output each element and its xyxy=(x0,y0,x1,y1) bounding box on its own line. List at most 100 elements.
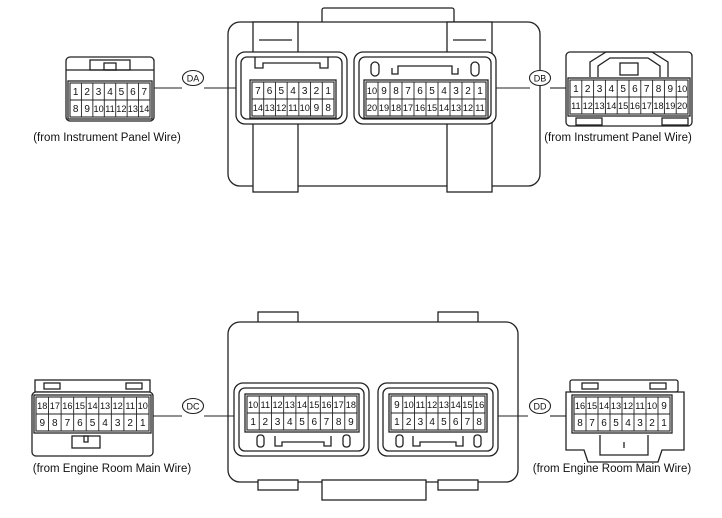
pin-label: 15 xyxy=(427,103,437,113)
pin-label: 18 xyxy=(37,401,47,411)
pin-label: 13 xyxy=(451,103,461,113)
pin-label: 1 xyxy=(325,86,331,97)
pin-label: 1 xyxy=(394,417,400,428)
pin-label: 2 xyxy=(585,84,591,95)
pin-label: 14 xyxy=(599,401,609,411)
pin-label: 6 xyxy=(417,86,423,97)
pin-label: 9 xyxy=(381,86,387,97)
pin-label: 12 xyxy=(463,103,473,113)
pin-label: 10 xyxy=(367,86,377,96)
source-caption-da: (from Instrument Panel Wire) xyxy=(33,132,181,144)
connector-badge-label: DB xyxy=(534,73,547,83)
pin-label: 4 xyxy=(287,417,293,428)
pin-label: 8 xyxy=(336,417,342,428)
pin-label: 18 xyxy=(653,101,663,111)
pin-label: 3 xyxy=(453,86,459,97)
pin-label: 11 xyxy=(635,401,645,411)
pin-label: 2 xyxy=(406,417,412,428)
pin-label: 8 xyxy=(393,86,399,97)
pin-label: 12 xyxy=(623,401,633,411)
pin-label: 13 xyxy=(439,400,449,410)
source-caption-db: (from Instrument Panel Wire) xyxy=(544,132,692,144)
pin-label: 4 xyxy=(290,86,296,97)
pin-label: 8 xyxy=(656,84,662,95)
pin-label: 14 xyxy=(253,103,263,113)
pin-label: 7 xyxy=(324,417,330,428)
pin-label: 6 xyxy=(130,87,136,98)
pin-label: 12 xyxy=(112,401,122,411)
pin-label: 17 xyxy=(334,400,344,410)
pin-label: 7 xyxy=(142,87,148,98)
pin-label: 2 xyxy=(127,418,133,429)
pin-label: 11 xyxy=(571,101,581,111)
pin-label: 8 xyxy=(577,418,583,429)
pin-label: 3 xyxy=(597,84,603,95)
pin-label: 1 xyxy=(73,87,79,98)
pin-label: 9 xyxy=(84,104,90,115)
pin-label: 1 xyxy=(477,86,483,97)
pin-label: 12 xyxy=(427,400,437,410)
pin-label: 6 xyxy=(311,417,317,428)
connector-badge-label: DD xyxy=(534,401,547,411)
pin-label: 12 xyxy=(272,400,282,410)
pin-label: 6 xyxy=(601,418,607,429)
pin-label: 13 xyxy=(264,103,274,113)
pin-label: 1 xyxy=(250,417,256,428)
pin-label: 15 xyxy=(618,101,628,111)
pin-label: 16 xyxy=(321,400,331,410)
leader-lines xyxy=(153,87,566,417)
pin-label: 4 xyxy=(625,418,631,429)
pin-label: 15 xyxy=(309,400,319,410)
pin-label: 7 xyxy=(589,418,595,429)
pin-label: 14 xyxy=(87,401,97,411)
pin-label: 10 xyxy=(677,84,687,94)
pin-label: 7 xyxy=(405,86,411,97)
connector-badge-da: DA xyxy=(181,69,205,87)
pin-label: 2 xyxy=(649,418,655,429)
pin-label: 16 xyxy=(575,401,585,411)
pin-label: 4 xyxy=(107,87,113,98)
pin-label: 16 xyxy=(630,101,640,111)
pin-label: 11 xyxy=(288,103,298,113)
pin-label: 10 xyxy=(300,103,310,113)
pin-label: 2 xyxy=(263,417,269,428)
pin-label: 5 xyxy=(613,418,619,429)
pin-label: 8 xyxy=(73,104,79,115)
pin-label: 10 xyxy=(93,104,103,114)
pin-label: 7 xyxy=(65,418,71,429)
pin-label: 9 xyxy=(661,401,667,412)
pin-label: 13 xyxy=(100,401,110,411)
pin-label: 14 xyxy=(606,101,616,111)
pin-label: 10 xyxy=(647,401,657,411)
pin-label: 9 xyxy=(314,103,320,114)
pin-label: 11 xyxy=(261,400,271,410)
pin-label: 6 xyxy=(453,417,459,428)
pin-label: 13 xyxy=(611,401,621,411)
pin-label: 5 xyxy=(279,86,285,97)
pin-label: 15 xyxy=(75,401,85,411)
pin-label: 1 xyxy=(140,418,146,429)
pin-label: 6 xyxy=(267,86,273,97)
pin-label: 9 xyxy=(348,417,354,428)
pin-label: 14 xyxy=(139,104,149,114)
pin-label: 2 xyxy=(314,86,320,97)
pin-label: 12 xyxy=(583,101,593,111)
pin-label: 2 xyxy=(465,86,471,97)
pin-label: 13 xyxy=(128,104,138,114)
source-caption-dd: (from Engine Room Main Wire) xyxy=(533,463,692,475)
pin-label: 17 xyxy=(403,103,413,113)
pin-label: 14 xyxy=(297,400,307,410)
pin-label: 5 xyxy=(429,86,435,97)
pin-label: 14 xyxy=(439,103,449,113)
pin-label: 11 xyxy=(416,400,426,410)
connector-badge-label: DC xyxy=(187,401,200,411)
pin-label: 5 xyxy=(299,417,305,428)
pin-label: 20 xyxy=(677,101,687,111)
pin-label: 1 xyxy=(661,418,667,429)
